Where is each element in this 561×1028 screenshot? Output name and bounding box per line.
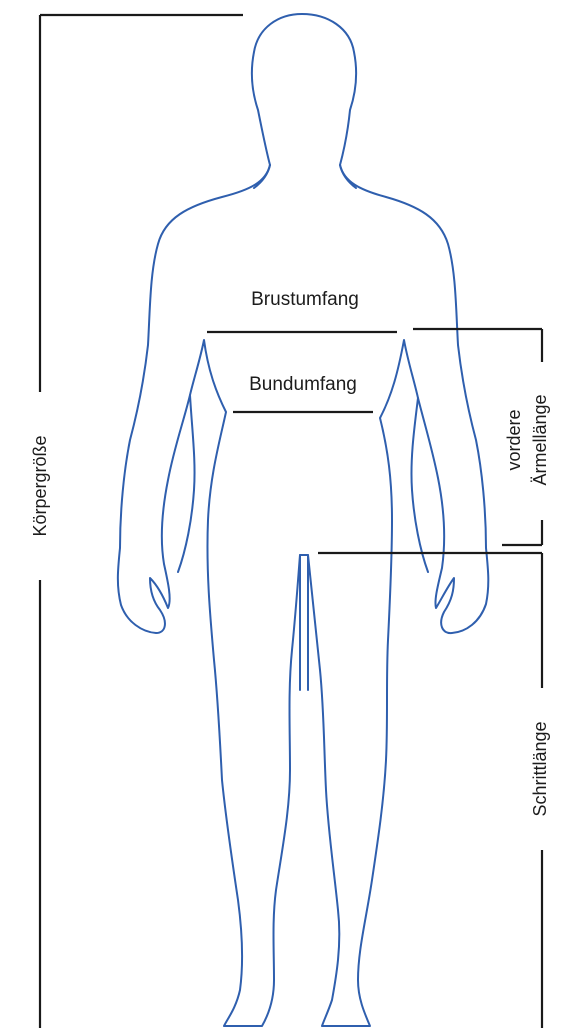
armlaenge-measure: vordere Ärmellänge	[413, 329, 550, 545]
body-outline	[118, 14, 488, 1026]
brustumfang-label: Brustumfang	[251, 289, 359, 310]
crotch-line	[300, 555, 308, 690]
body-silhouette	[118, 14, 488, 1026]
armlaenge-label-line1: vordere	[504, 409, 524, 470]
schrittlaenge-measure: Schrittlänge	[318, 553, 550, 1028]
left-inner-arm-line	[178, 395, 195, 572]
koerpergroesse-label: Körpergröße	[30, 435, 50, 536]
bundumfang-label: Bundumfang	[249, 374, 357, 395]
armlaenge-label-line2: Ärmellänge	[530, 394, 550, 485]
bundumfang-measure: Bundumfang	[233, 374, 373, 412]
koerpergroesse-measure: Körpergröße	[30, 15, 243, 1028]
schrittlaenge-label: Schrittlänge	[530, 721, 550, 816]
brustumfang-measure: Brustumfang	[207, 289, 397, 332]
